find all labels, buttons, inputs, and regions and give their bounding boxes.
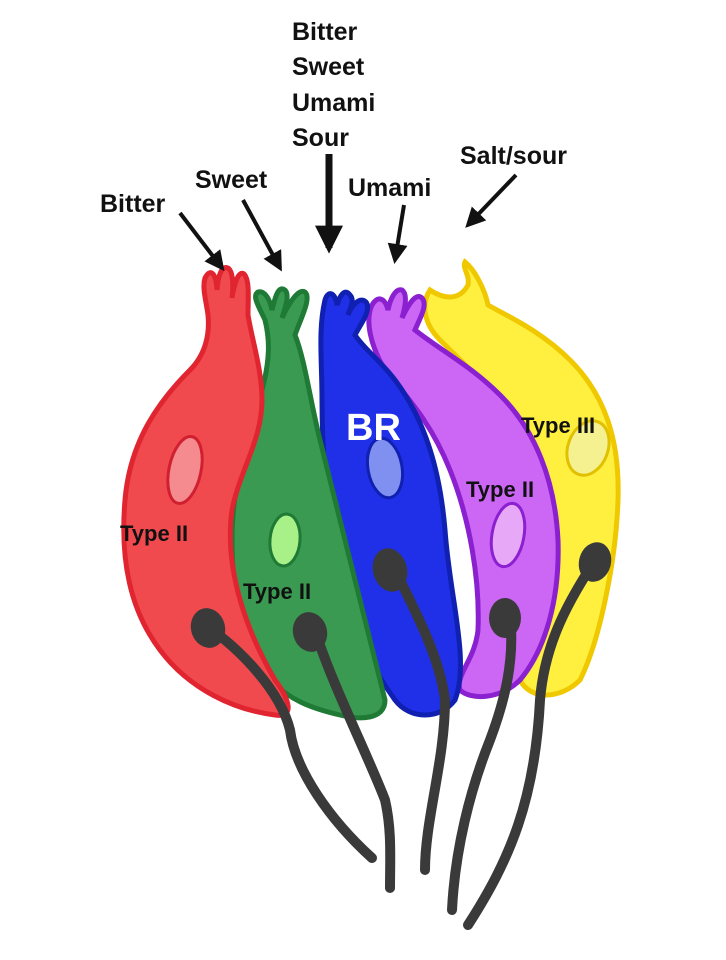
top-label-sour: Sour bbox=[292, 124, 349, 152]
arrows bbox=[178, 154, 518, 272]
top-label-sweet: Sweet bbox=[292, 53, 365, 81]
cell-red-type-ii bbox=[121, 265, 291, 718]
top-label-bitter: Bitter bbox=[292, 18, 358, 46]
label-umami: Umami bbox=[348, 174, 431, 202]
label-salt-sour: Salt/sour bbox=[460, 142, 567, 170]
label-sweet: Sweet bbox=[195, 166, 268, 194]
top-taste-label-stack: Bitter Sweet Umami Sour bbox=[292, 18, 375, 152]
arrow-umami-icon bbox=[387, 204, 408, 264]
arrow-bitter-icon bbox=[178, 211, 225, 272]
arrow-sweet-icon bbox=[241, 199, 282, 272]
label-bitter: Bitter bbox=[100, 190, 166, 218]
top-label-umami: Umami bbox=[292, 89, 375, 117]
nerve-fibers bbox=[207, 555, 600, 930]
cell-label-purple: Type II bbox=[466, 477, 534, 502]
arrow-salt-sour-icon bbox=[465, 173, 518, 228]
cell-label-green: Type II bbox=[243, 579, 311, 604]
cell-label-yellow: Type III bbox=[521, 413, 595, 438]
cell-purple-type-ii bbox=[366, 287, 561, 700]
cell-label-red: Type II bbox=[120, 521, 188, 546]
synapse-blobs bbox=[190, 542, 612, 652]
cell-label-blue: BR bbox=[346, 407, 401, 449]
